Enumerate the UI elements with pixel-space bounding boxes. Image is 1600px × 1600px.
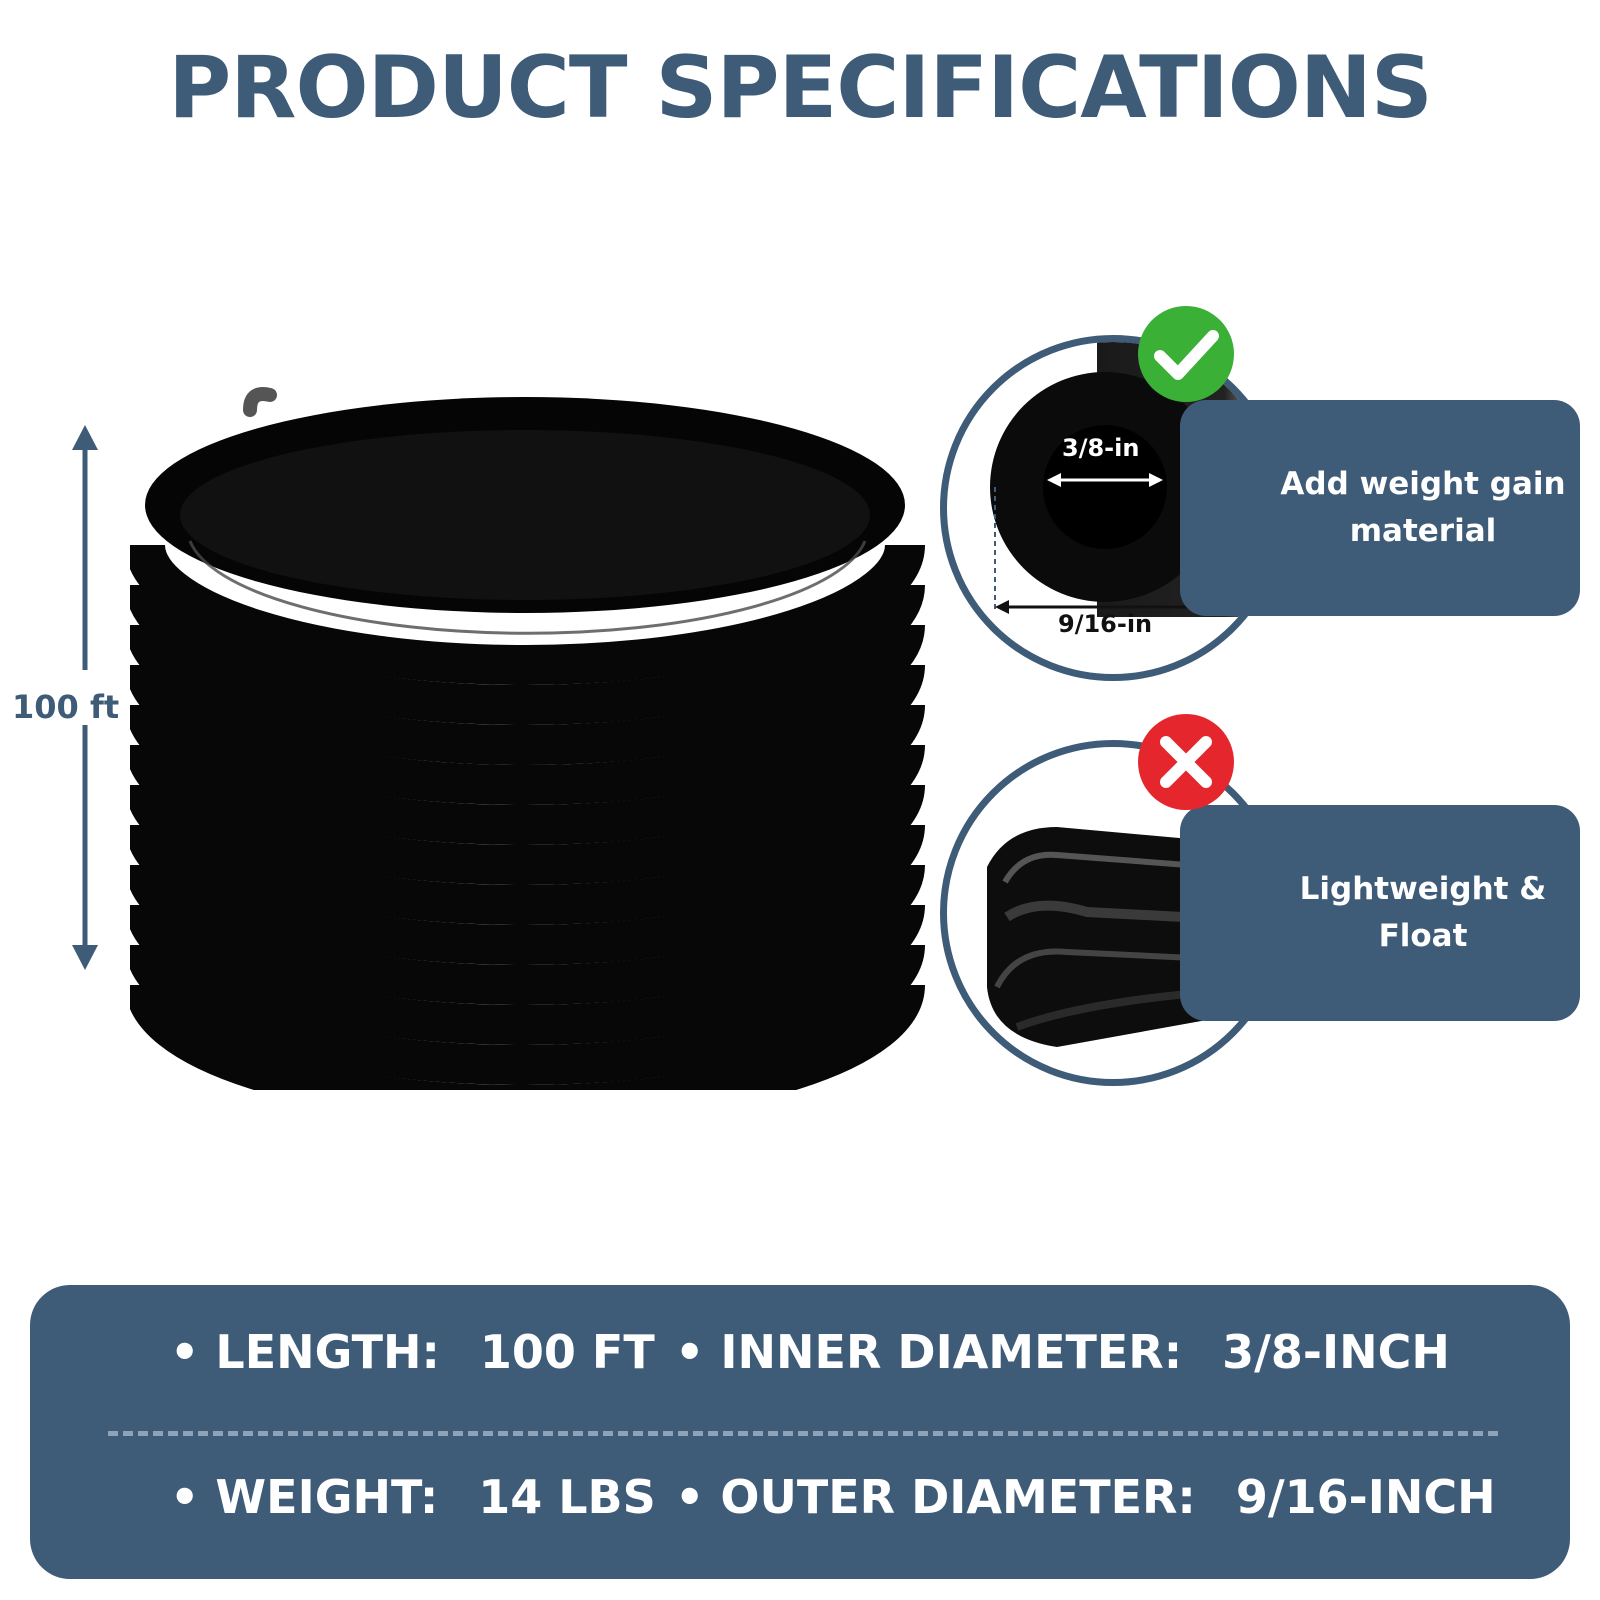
- tubing-coil-image: [130, 387, 925, 1090]
- spec-inner-diameter-label: INNER DIAMETER:: [720, 1325, 1183, 1379]
- coil-height-label: 100 ft: [12, 688, 120, 726]
- coil-ring: [130, 583, 925, 725]
- page-title: PRODUCT SPECIFICATIONS: [168, 38, 1433, 138]
- weighted-feature-text: Add weight gain material: [1280, 466, 1566, 549]
- spec-outer-diameter-value: 9/16-INCH: [1235, 1470, 1496, 1524]
- lightweight-feature-text: Lightweight & Float: [1299, 871, 1547, 954]
- spec-outer-diameter-label: OUTER DIAMETER:: [720, 1470, 1196, 1524]
- spec-length-value: 100 FT: [479, 1325, 655, 1379]
- coil-ring: [130, 863, 925, 1005]
- coil-ring: [130, 903, 925, 1045]
- x-icon: [1138, 714, 1234, 810]
- check-icon: [1138, 306, 1234, 402]
- lightweight-feature-card: Lightweight & Float: [1180, 805, 1580, 1021]
- spec-weight-value: 14 LBS: [478, 1470, 656, 1524]
- spec-length-label: LENGTH:: [215, 1325, 440, 1379]
- spec-outer-diameter: • OUTER DIAMETER:9/16-INCH: [675, 1470, 1496, 1524]
- outer-diameter-label: 9/16-in: [1058, 610, 1153, 638]
- weighted-feature-card: Add weight gain material: [1180, 400, 1580, 616]
- coil-ring: [130, 623, 925, 765]
- coil-ring-highlight: [188, 540, 867, 635]
- coil-ring: [130, 823, 925, 965]
- coil-ring: [130, 543, 925, 685]
- spec-weight: • WEIGHT:14 LBS: [170, 1470, 656, 1524]
- coil-ring: [130, 983, 925, 1090]
- coil-ring: [130, 943, 925, 1085]
- coil-rings: [130, 540, 925, 1090]
- spec-weight-label: WEIGHT:: [215, 1470, 439, 1524]
- height-dimension-arrow: [72, 425, 98, 970]
- inner-diameter-label: 3/8-in: [1062, 434, 1140, 462]
- coil-ring: [130, 703, 925, 845]
- spec-divider: [108, 1431, 1498, 1436]
- spec-length: • LENGTH:100 FT: [170, 1325, 655, 1379]
- coil-ring: [130, 783, 925, 925]
- coil-ring: [130, 663, 925, 805]
- spec-inner-diameter: • INNER DIAMETER:3/8-INCH: [675, 1325, 1450, 1379]
- spec-inner-diameter-value: 3/8-INCH: [1222, 1325, 1450, 1379]
- coil-ring: [130, 743, 925, 885]
- specifications-panel: • LENGTH:100 FT • INNER DIAMETER:3/8-INC…: [30, 1285, 1570, 1579]
